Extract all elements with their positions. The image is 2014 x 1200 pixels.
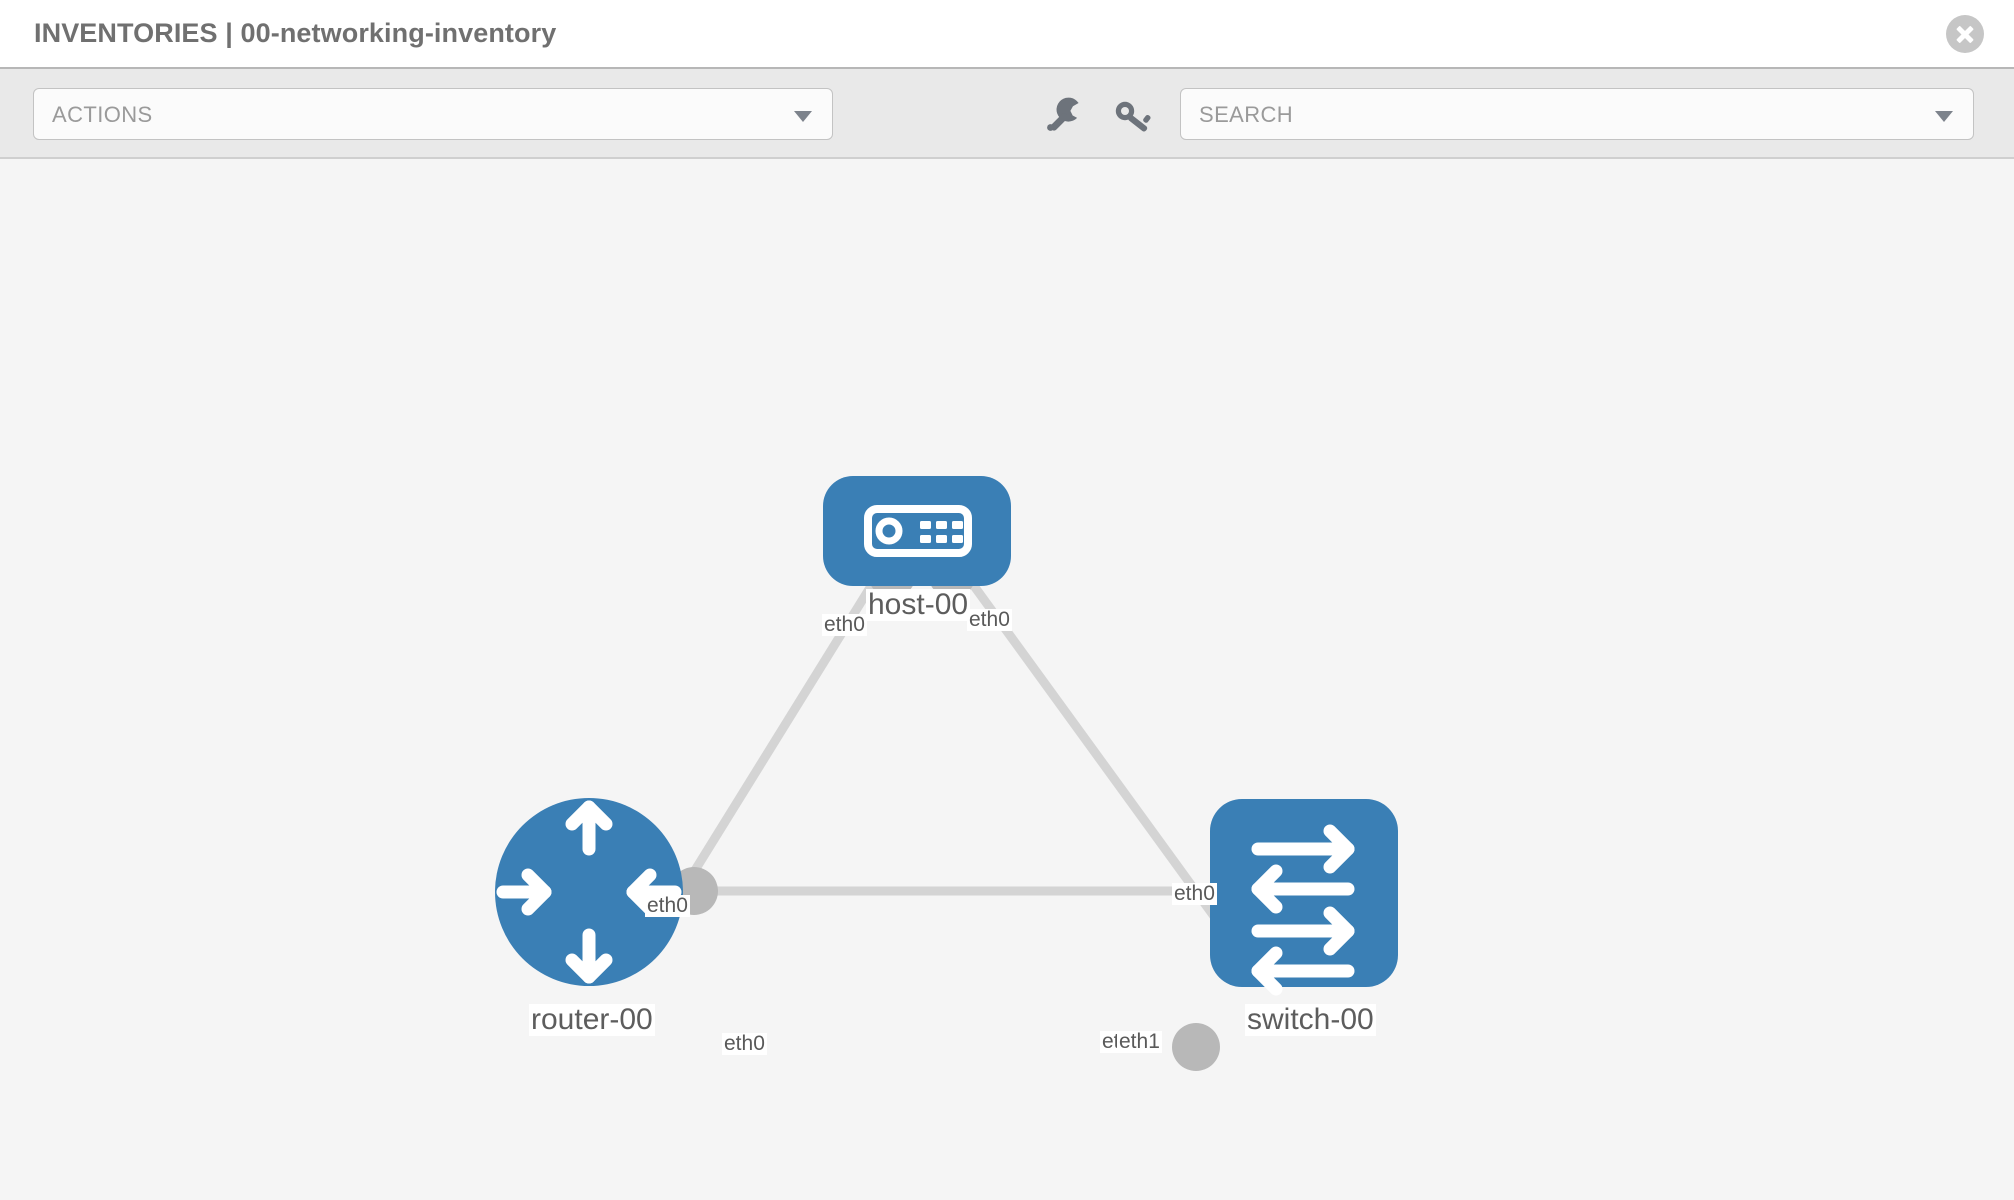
search-input-placeholder: SEARCH bbox=[1199, 102, 1294, 127]
port-switch-left bbox=[1172, 1023, 1220, 1071]
actions-dropdown-label: ACTIONS bbox=[52, 102, 153, 127]
node-label-router-00: router-00 bbox=[529, 1003, 655, 1036]
port-label-host-left: eth0 bbox=[822, 613, 867, 637]
router-icon bbox=[496, 800, 682, 984]
chevron-down-icon bbox=[794, 111, 812, 122]
host-icon bbox=[864, 505, 972, 557]
page-title: INVENTORIES | 00-networking-inventory bbox=[34, 18, 557, 48]
port-label-switch-uplink: eth0 bbox=[1172, 882, 1217, 906]
topology-graph bbox=[495, 476, 1398, 1071]
node-label-switch-00: switch-00 bbox=[1245, 1003, 1376, 1036]
port-label-router-uplink: eth0 bbox=[645, 894, 690, 918]
search-dropdown[interactable]: SEARCH bbox=[1180, 88, 1974, 140]
port-label-host-right: eth0 bbox=[967, 608, 1012, 632]
node-switch-00 bbox=[1210, 799, 1398, 996]
topology-ports bbox=[670, 550, 1259, 1071]
actions-dropdown[interactable]: ACTIONS bbox=[33, 88, 833, 140]
switch-icon bbox=[1251, 824, 1355, 996]
port-label-router-right: eth0 bbox=[722, 1032, 767, 1056]
page-header: INVENTORIES | 00-networking-inventory bbox=[0, 0, 2014, 69]
wrench-icon[interactable] bbox=[1043, 97, 1085, 135]
close-icon[interactable] bbox=[1946, 15, 1984, 53]
node-host-00 bbox=[823, 476, 1011, 586]
chevron-down-icon bbox=[1935, 111, 1953, 122]
node-router-00 bbox=[495, 798, 683, 986]
node-label-host-00: host-00 bbox=[866, 588, 971, 621]
topology-canvas[interactable]: host-00 router-00 switch-00 eth0 eth0 et… bbox=[0, 159, 2014, 1200]
port-label-switch-left-b: eth1 bbox=[1117, 1030, 1162, 1054]
toolbar: ACTIONS SEARC bbox=[0, 69, 2014, 159]
key-icon[interactable] bbox=[1112, 97, 1154, 135]
